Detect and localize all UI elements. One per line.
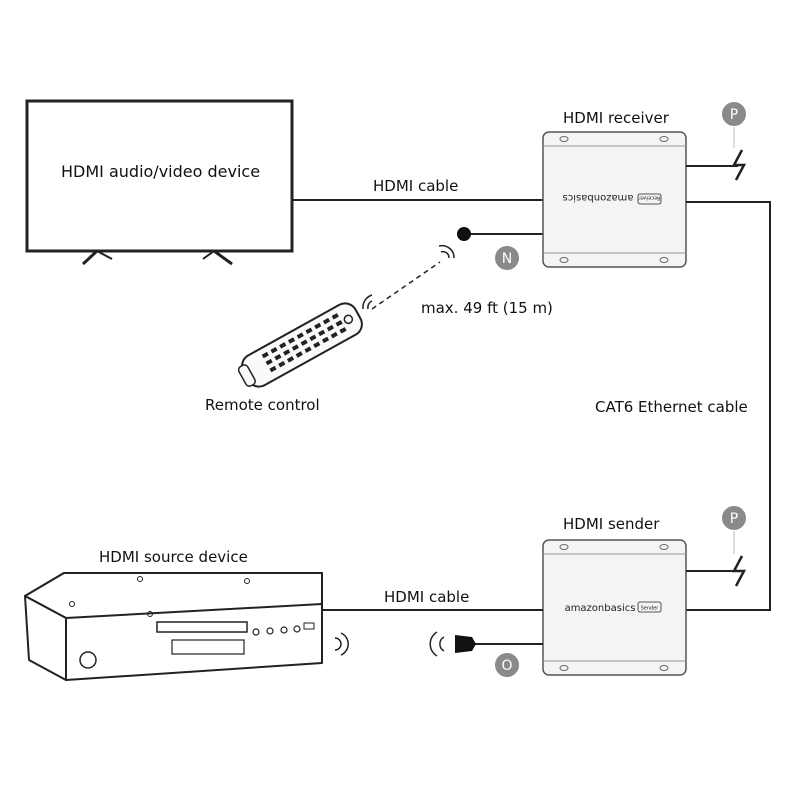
- hdmi-source-device: [24, 572, 349, 681]
- power-badge-sender: P: [722, 506, 746, 530]
- tv-device: [25, 99, 294, 266]
- remote-control: [237, 302, 363, 388]
- hdmi-sender-box: amazonbasics Sender: [542, 539, 687, 676]
- power-badge-receiver: P: [722, 102, 746, 126]
- svg-text:P: P: [730, 511, 738, 527]
- sender-label: HDMI sender: [563, 515, 660, 533]
- ir-emitter-badge: O: [495, 653, 519, 677]
- ir-emitter: [429, 631, 543, 657]
- receiver-label: HDMI receiver: [563, 109, 669, 127]
- hdmi-receiver-box: amazonbasics Receiver: [542, 131, 687, 268]
- ir-receiver-cable: [457, 227, 543, 241]
- receiver-tag-label: Receiver: [638, 195, 661, 201]
- receiver-brand-logo: amazonbasics: [563, 192, 634, 203]
- svg-text:O: O: [501, 658, 512, 674]
- svg-text:P: P: [730, 107, 738, 123]
- sender-brand-logo: amazonbasics: [565, 603, 636, 614]
- receiver-power-cable: [686, 127, 747, 181]
- source-label: HDMI source device: [99, 548, 248, 566]
- sender-power-cable: [686, 531, 747, 587]
- ethernet-label: CAT6 Ethernet cable: [595, 398, 748, 416]
- ir-range-indicator: [362, 244, 455, 310]
- hdmi-cable-bottom-label: HDMI cable: [384, 588, 470, 606]
- range-label: max. 49 ft (15 m): [421, 299, 553, 317]
- remote-label: Remote control: [205, 396, 320, 414]
- sender-tag-label: Sender: [641, 606, 660, 612]
- svg-text:N: N: [502, 251, 512, 267]
- cat6-ethernet-cable: [686, 201, 771, 611]
- tv-label: HDMI audio/video device: [61, 162, 261, 181]
- ir-receiver-badge: N: [495, 246, 519, 270]
- hdmi-cable-top-label: HDMI cable: [373, 177, 459, 195]
